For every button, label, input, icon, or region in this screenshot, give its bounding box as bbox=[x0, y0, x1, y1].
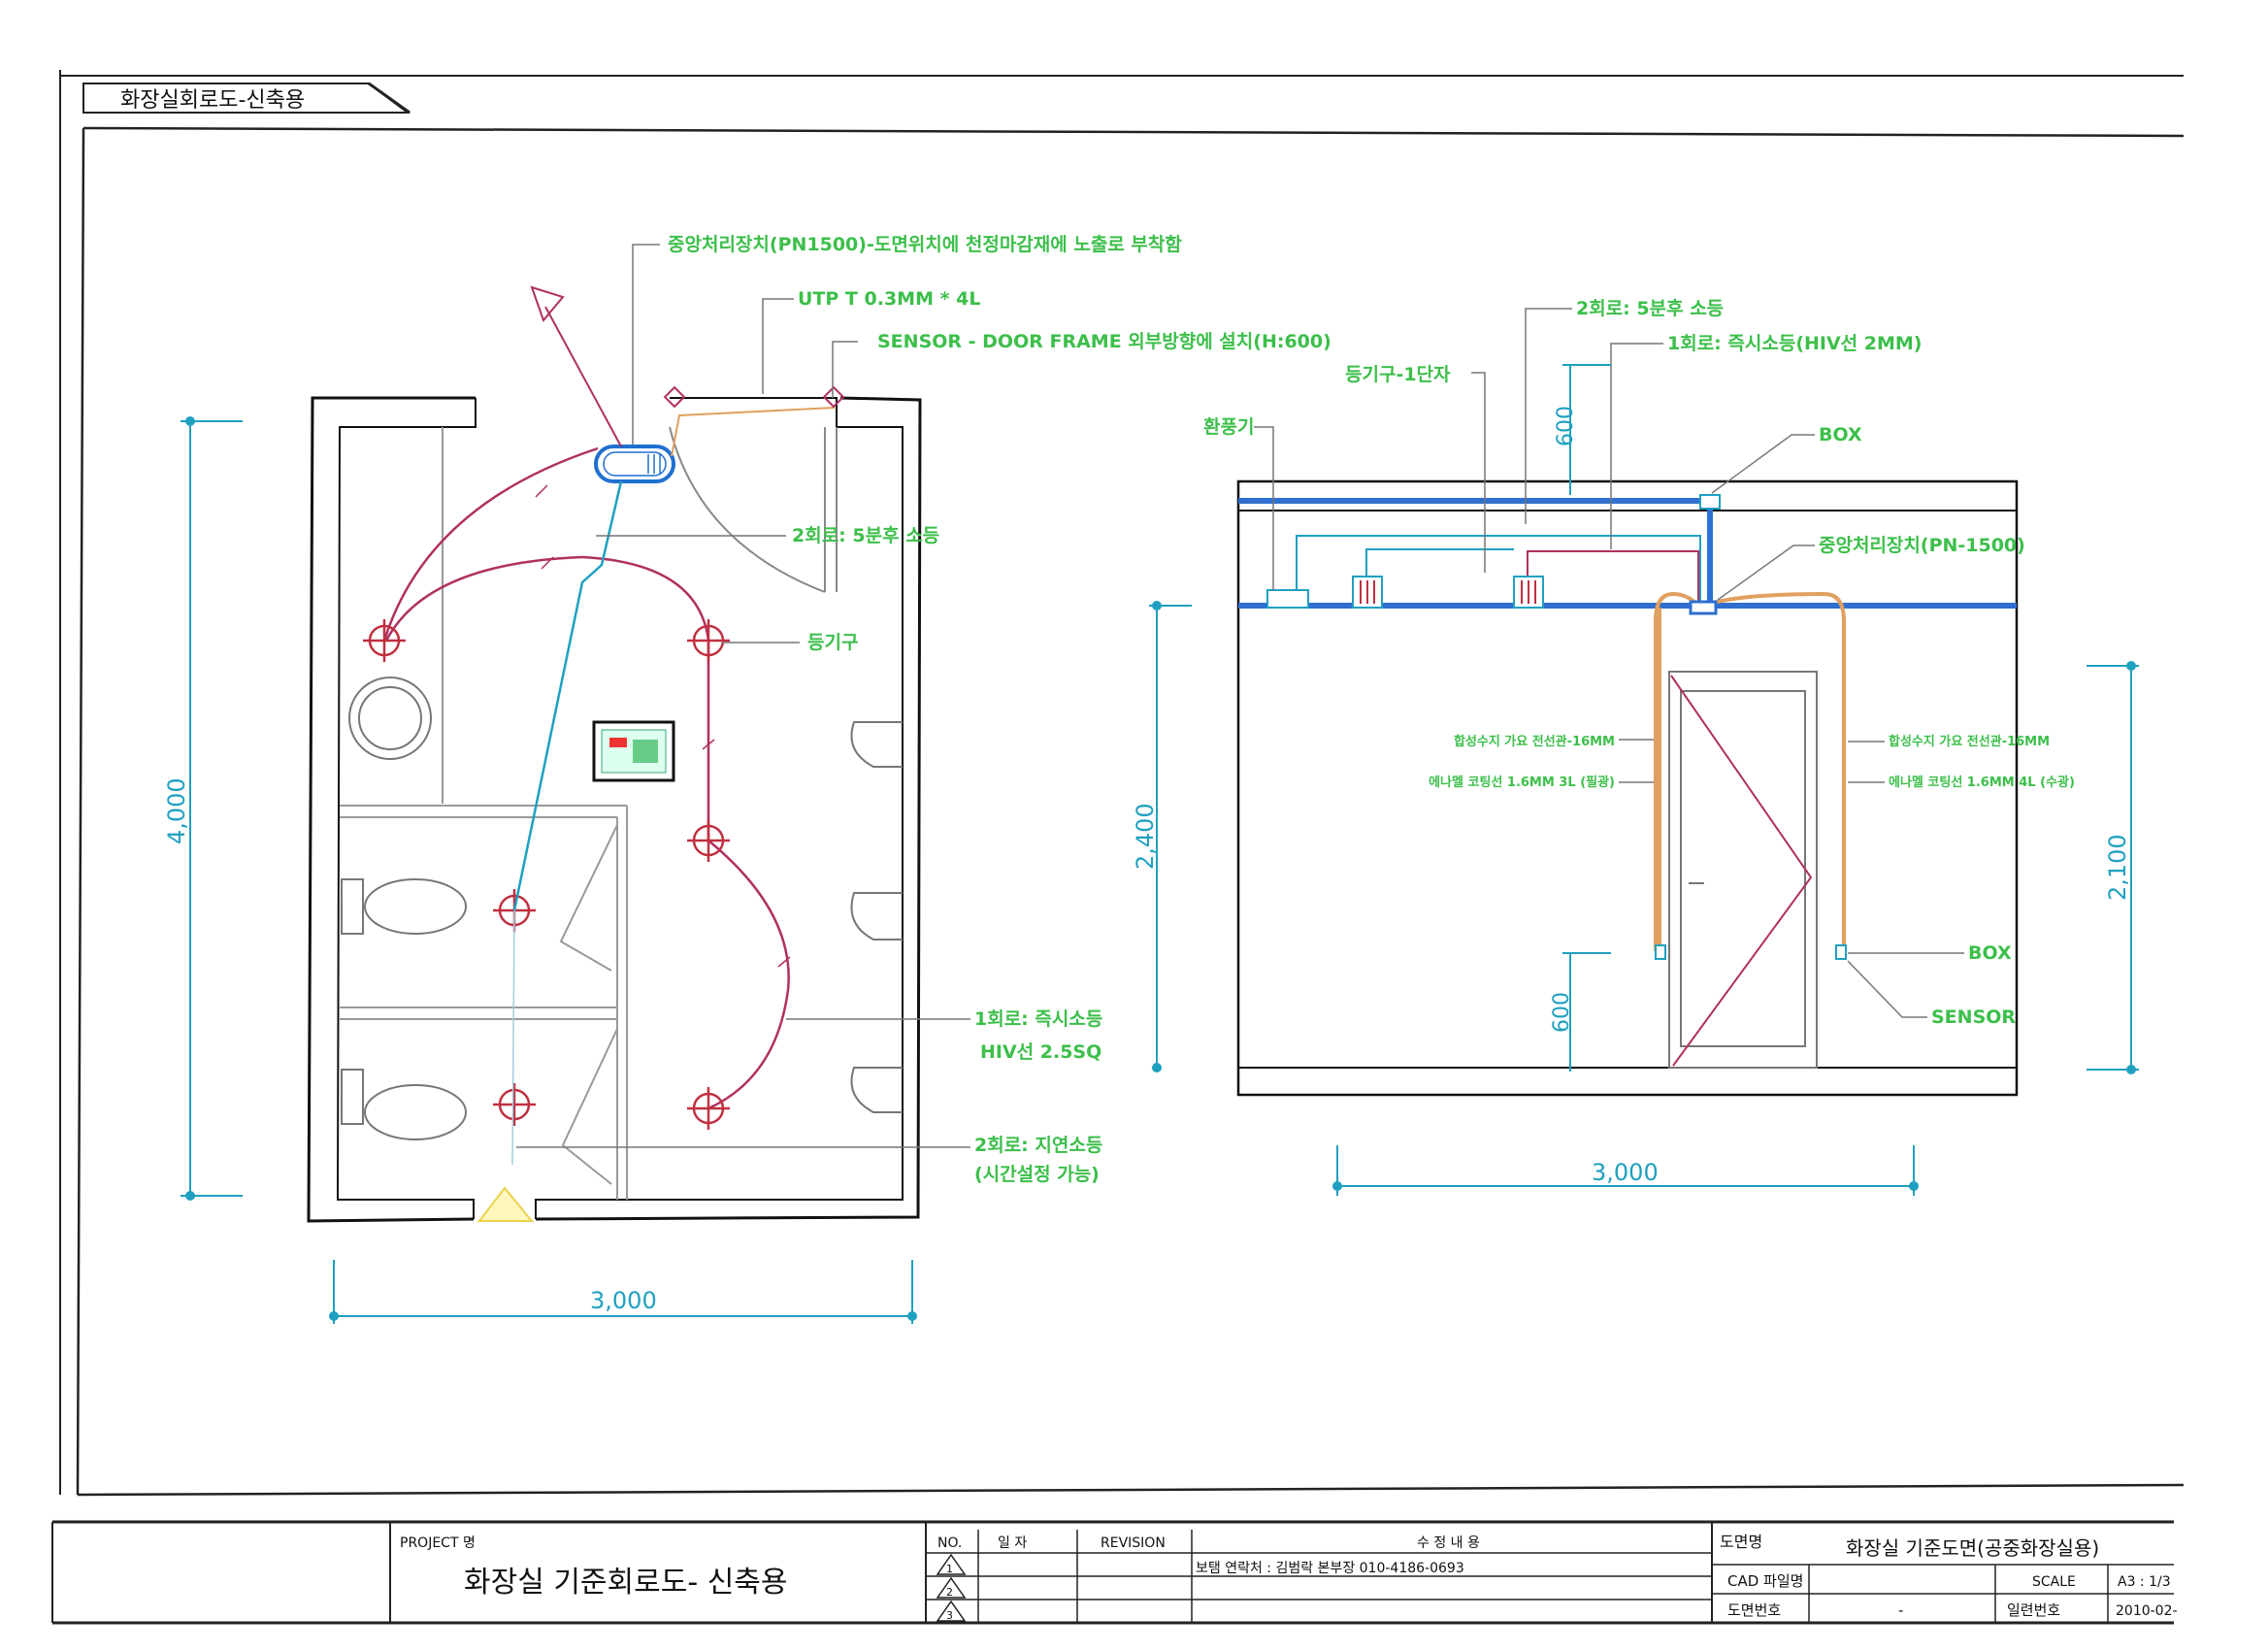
label-elev-wire-right: 에나멜 코팅선 1.6MM 4L (수광) bbox=[1889, 775, 2075, 790]
plan-circuits bbox=[382, 446, 791, 1110]
dim-plan-width: 3,000 bbox=[590, 1287, 657, 1314]
rev-content-1: 보탬 연락처 : 김범락 본부장 010-4186-0693 bbox=[1196, 1561, 1464, 1576]
label-sensor: SENSOR - DOOR FRAME 외부방향에 설치(H:600) bbox=[877, 331, 1331, 352]
plan-utp-wire bbox=[671, 407, 836, 457]
project-label: PROJECT 명 bbox=[400, 1535, 476, 1551]
serial-value: 2010-02- bbox=[2116, 1603, 2178, 1619]
dim-elev-height-2400: 2,400 bbox=[1132, 803, 1159, 870]
label-elev-box-top: BOX bbox=[1819, 424, 1862, 446]
scale-label: SCALE bbox=[2032, 1574, 2076, 1590]
label-central-unit: 중앙처리장치(PN1500)-도면위치에 천정마감재에 노출로 부착함 bbox=[668, 234, 1182, 255]
fixture-symbol bbox=[687, 1087, 730, 1130]
rev-contents-header: 수 정 내 용 bbox=[1417, 1535, 1480, 1551]
label-utp: UTP T 0.3MM * 4L bbox=[798, 288, 980, 310]
label-elev-sensor: SENSOR bbox=[1931, 1006, 2016, 1028]
drawing-name: 화장실 기준도면(공중화장실용) bbox=[1846, 1536, 2099, 1560]
plan-signal-wire bbox=[511, 480, 623, 1166]
elevation-frame bbox=[1236, 479, 2019, 1097]
label-circuit1-b: HIV선 2.5SQ bbox=[980, 1041, 1101, 1063]
elevation-wires bbox=[1296, 535, 1701, 602]
dim-elev-height-2100: 2,100 bbox=[2104, 834, 2131, 901]
sheet-tab-title: 화장실회로도-신축용 bbox=[120, 88, 305, 113]
elevation-view: 2회로: 5분후 소등 1회로: 즉시소등(HIV선 2MM) 등기구-1단자 … bbox=[1132, 298, 2139, 1196]
drawing-no-label: 도면번호 bbox=[1727, 1601, 1781, 1619]
label-circuit2-delay-a: 2회로: 지연소등 bbox=[974, 1135, 1102, 1156]
label-elev-central-unit: 중앙처리장치(PN-1500) bbox=[1819, 535, 2025, 556]
label-elev-fixture-terminal: 등기구-1단자 bbox=[1345, 364, 1451, 385]
sheet-tab[interactable]: 화장실회로도-신축용 bbox=[82, 82, 411, 115]
rev-revision-header: REVISION bbox=[1101, 1535, 1166, 1551]
fixture-symbol bbox=[493, 1083, 536, 1126]
label-elev-wire-left: 에나멜 코팅선 1.6MM 3L (필광) bbox=[1429, 775, 1615, 790]
elevation-door bbox=[1668, 671, 1818, 1069]
title-block bbox=[51, 1520, 2174, 1625]
project-name: 화장실 기준회로도- 신축용 bbox=[464, 1566, 788, 1600]
dim-plan-height: 4,000 bbox=[163, 777, 190, 844]
label-elev-circuit2: 2회로: 5분후 소등 bbox=[1576, 298, 1724, 319]
elevation-flex-conduits bbox=[1654, 591, 1846, 951]
label-elev-circuit1: 1회로: 즉시소등(HIV선 2MM) bbox=[1667, 333, 1923, 354]
sheet-border bbox=[59, 70, 2185, 1497]
label-elev-conduit-right: 합성수지 가요 전선관-16MM bbox=[1889, 734, 2050, 749]
control-panel-thumbnail bbox=[592, 720, 675, 782]
elevation-dimensions bbox=[1149, 364, 2139, 1196]
exit-sign-icon bbox=[530, 285, 622, 447]
entrance-sensor-icon bbox=[477, 1186, 535, 1222]
label-circuit2-delay-b: (시간설정 가능) bbox=[974, 1164, 1100, 1185]
scale-value: A3 : 1/3 bbox=[2118, 1574, 2171, 1590]
door-swing bbox=[1670, 675, 1813, 1067]
rev-no-1: 1 bbox=[946, 1563, 953, 1575]
plan-light-fixtures bbox=[363, 619, 730, 1130]
dim-elev-width: 3,000 bbox=[1592, 1159, 1659, 1186]
plan-dimensions bbox=[181, 416, 917, 1324]
fixture-symbol bbox=[687, 619, 730, 662]
plan-fixtures bbox=[341, 676, 903, 1140]
rev-no-2: 2 bbox=[946, 1586, 953, 1599]
rev-date-header: 일 자 bbox=[998, 1535, 1027, 1551]
label-elev-conduit-left: 합성수지 가요 전선관-16MM bbox=[1454, 734, 1615, 749]
elevation-leaders bbox=[1254, 308, 1964, 1018]
plan-leaders bbox=[516, 244, 970, 1148]
dim-elev-bottom-600: 600 bbox=[1550, 992, 1574, 1033]
label-circuit2-5min: 2회로: 5분후 소등 bbox=[792, 525, 939, 546]
elevation-circuit1-wire bbox=[1527, 550, 1699, 602]
serial-label: 일련번호 bbox=[2007, 1601, 2060, 1619]
dim-elev-top-600: 600 bbox=[1554, 406, 1578, 446]
cad-file-label: CAD 파일명 bbox=[1727, 1572, 1803, 1590]
drawing-no-value: - bbox=[1898, 1601, 1903, 1619]
plan-view: 중앙처리장치(PN1500)-도면위치에 천정마감재에 노출로 부착함 UTP … bbox=[163, 234, 1331, 1324]
label-circuit1-a: 1회로: 즉시소등 bbox=[974, 1008, 1102, 1030]
plan-central-unit[interactable] bbox=[594, 445, 675, 483]
label-elev-box-bottom: BOX bbox=[1968, 942, 2012, 964]
drawing-name-label: 도면명 bbox=[1720, 1533, 1762, 1551]
plan-sensor-markers bbox=[663, 385, 845, 409]
fixture-symbol bbox=[687, 819, 730, 862]
rev-no-3: 3 bbox=[946, 1609, 953, 1622]
label-elev-fan: 환풍기 bbox=[1203, 416, 1254, 438]
elevation-fixtures bbox=[1352, 576, 1544, 609]
fixture-symbol bbox=[363, 619, 406, 662]
label-fixture: 등기구 bbox=[807, 632, 858, 653]
elevation-boxes bbox=[1266, 494, 1847, 960]
rev-no-header: NO. bbox=[937, 1535, 962, 1551]
plan-walls bbox=[307, 396, 922, 1223]
